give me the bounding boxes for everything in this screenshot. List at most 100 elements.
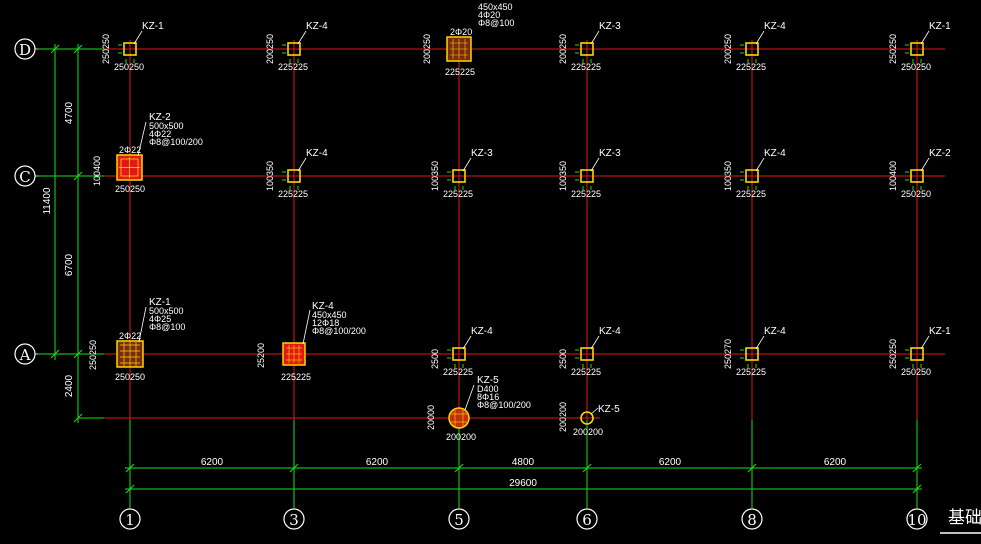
dim-bottom-seg3: 4800: [512, 457, 535, 468]
kz5d-name: KZ-5: [477, 375, 499, 386]
kz5d-size: D400: [477, 384, 499, 394]
column-offset-bottom: 225225: [736, 367, 766, 377]
kz2-offv: 100400: [92, 156, 102, 186]
column-offset-vertical: 100350: [723, 161, 733, 191]
kz4d-stirrup: Φ8@100/200: [312, 326, 366, 336]
column-offset-bottom: 250250: [114, 62, 144, 72]
column-offset-vertical: 100350: [265, 161, 275, 191]
topd-corner: 2Φ20: [450, 27, 472, 37]
column-name: KZ-1: [929, 21, 951, 32]
column-name: KZ-3: [471, 148, 493, 159]
column-offset-vertical: 250250: [888, 34, 898, 64]
kz2-offb: 250250: [115, 184, 145, 194]
column-offset-bottom: 225225: [571, 62, 601, 72]
bubble-label-5: 5: [454, 511, 464, 529]
row-bubbles: D C A: [14, 38, 38, 365]
column-kz2-detail[interactable]: KZ-2 500x500 4Φ22 Φ8@100/200 2Φ22 100400…: [92, 112, 203, 194]
column-offset-vertical: 2500: [430, 349, 440, 369]
column-offset-bottom: 225225: [736, 62, 766, 72]
column-name: KZ-4: [764, 21, 786, 32]
kz5s-offv: 200200: [558, 402, 568, 432]
bubble-label-1: 1: [125, 511, 135, 529]
column-name: KZ-1: [142, 21, 164, 32]
column-name: KZ-2: [929, 148, 951, 159]
kz1-bars: 4Φ25: [149, 314, 171, 324]
kz2-corner: 2Φ22: [119, 145, 141, 155]
column-top-detail[interactable]: 450x450 4Φ20 Φ8@100 2Φ20 200250 225225: [422, 2, 514, 77]
column-name: KZ-3: [599, 148, 621, 159]
bubble-label-3: 3: [289, 511, 299, 529]
column-offset-bottom: 225225: [571, 189, 601, 199]
kz2-name: KZ-2: [149, 112, 171, 123]
column-offset-vertical: 250250: [888, 339, 898, 369]
column-offset-bottom: 250250: [901, 367, 931, 377]
kz5d-offb: 200200: [446, 432, 476, 442]
column-offset-bottom: 250250: [901, 62, 931, 72]
detail-columns: KZ-2 500x500 4Φ22 Φ8@100/200 2Φ22 100400…: [88, 2, 620, 442]
dim-bottom-seg1: 6200: [201, 457, 224, 468]
column-offset-bottom: 225225: [571, 367, 601, 377]
dim-left-seg2: 6700: [64, 253, 75, 276]
bubble-label-6: 6: [582, 511, 592, 529]
kz1-offb: 250250: [115, 372, 145, 382]
column-name: KZ-4: [764, 326, 786, 337]
kz5s-name: KZ-5: [598, 404, 620, 415]
kz2-bars: 4Φ22: [149, 129, 171, 139]
column-name: KZ-4: [471, 326, 493, 337]
kz5s-offb: 200200: [573, 427, 603, 437]
small-columns: KZ-1250250250250KZ-4225225200250KZ-32252…: [101, 21, 951, 377]
column-offset-vertical: 2500: [558, 349, 568, 369]
kz4d-size: 450x450: [312, 310, 347, 320]
column-offset-vertical: 100400: [888, 161, 898, 191]
column-offset-vertical: 200250: [558, 34, 568, 64]
kz5d-offv: 20000: [426, 405, 436, 430]
col-bubbles: 1 3 5 6 8 10: [119, 508, 928, 530]
column-offset-vertical: 200250: [265, 34, 275, 64]
topd-bars: 4Φ20: [478, 10, 500, 20]
bubble-1: [119, 508, 141, 530]
column-offset-bottom: 225225: [278, 189, 308, 199]
dim-left-total: 11400: [42, 187, 53, 215]
column-kz5-small[interactable]: KZ-5 200200 200200: [558, 402, 620, 437]
dim-left-seg1: 4700: [64, 101, 75, 124]
kz1-offv: 250250: [88, 340, 98, 370]
dim-left-seg3: 2400: [64, 374, 75, 397]
left-dimension: 4700 6700 2400 11400: [38, 44, 104, 423]
column-kz5-detail[interactable]: KZ-5 D400 8Φ16 Φ8@100/200 20000 200200: [426, 375, 531, 442]
column-name: KZ-4: [306, 21, 328, 32]
kz1-size: 500x500: [149, 306, 184, 316]
bubble-label-10: 10: [907, 511, 926, 529]
axis-lines: [78, 40, 945, 420]
column-kz1-detail[interactable]: KZ-1 500x500 4Φ25 Φ8@100 2Φ22 250250 250…: [88, 297, 185, 382]
column-offset-vertical: 100350: [430, 161, 440, 191]
column-offset-vertical: 200250: [723, 34, 733, 64]
dim-bottom-seg5: 6200: [824, 457, 847, 468]
column-name: KZ-1: [929, 326, 951, 337]
column-offset-vertical: 100350: [558, 161, 568, 191]
column-offset-bottom: 250250: [901, 189, 931, 199]
kz4d-offv: 25200: [256, 343, 266, 368]
bottom-dimension: 6200 6200 4800 6200 6200 29600: [125, 420, 922, 508]
column-kz4-detail[interactable]: KZ-4 450x450 12Φ18 Φ8@100/200 25200 2252…: [256, 301, 366, 382]
column-name: KZ-4: [599, 326, 621, 337]
kz4d-offb: 225225: [281, 372, 311, 382]
column-offset-bottom: 225225: [736, 189, 766, 199]
column-offset-vertical: 250250: [101, 34, 111, 64]
dim-bottom-seg2: 6200: [366, 457, 389, 468]
column-name: KZ-4: [306, 148, 328, 159]
drawing-title: 基础: [948, 508, 981, 528]
